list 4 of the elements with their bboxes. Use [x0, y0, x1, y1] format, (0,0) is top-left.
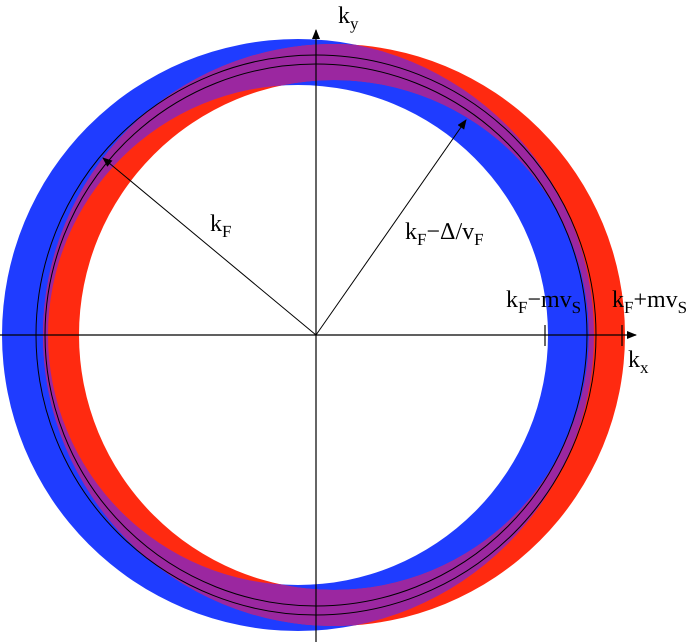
- axis-label: k$_{x}$: [628, 348, 648, 376]
- axis-label: k$_{y}$: [338, 4, 358, 32]
- radius-label: k$_{F}$−Δ/v$_{F}$: [405, 220, 484, 248]
- radius-label: k$_{F}$: [210, 212, 232, 240]
